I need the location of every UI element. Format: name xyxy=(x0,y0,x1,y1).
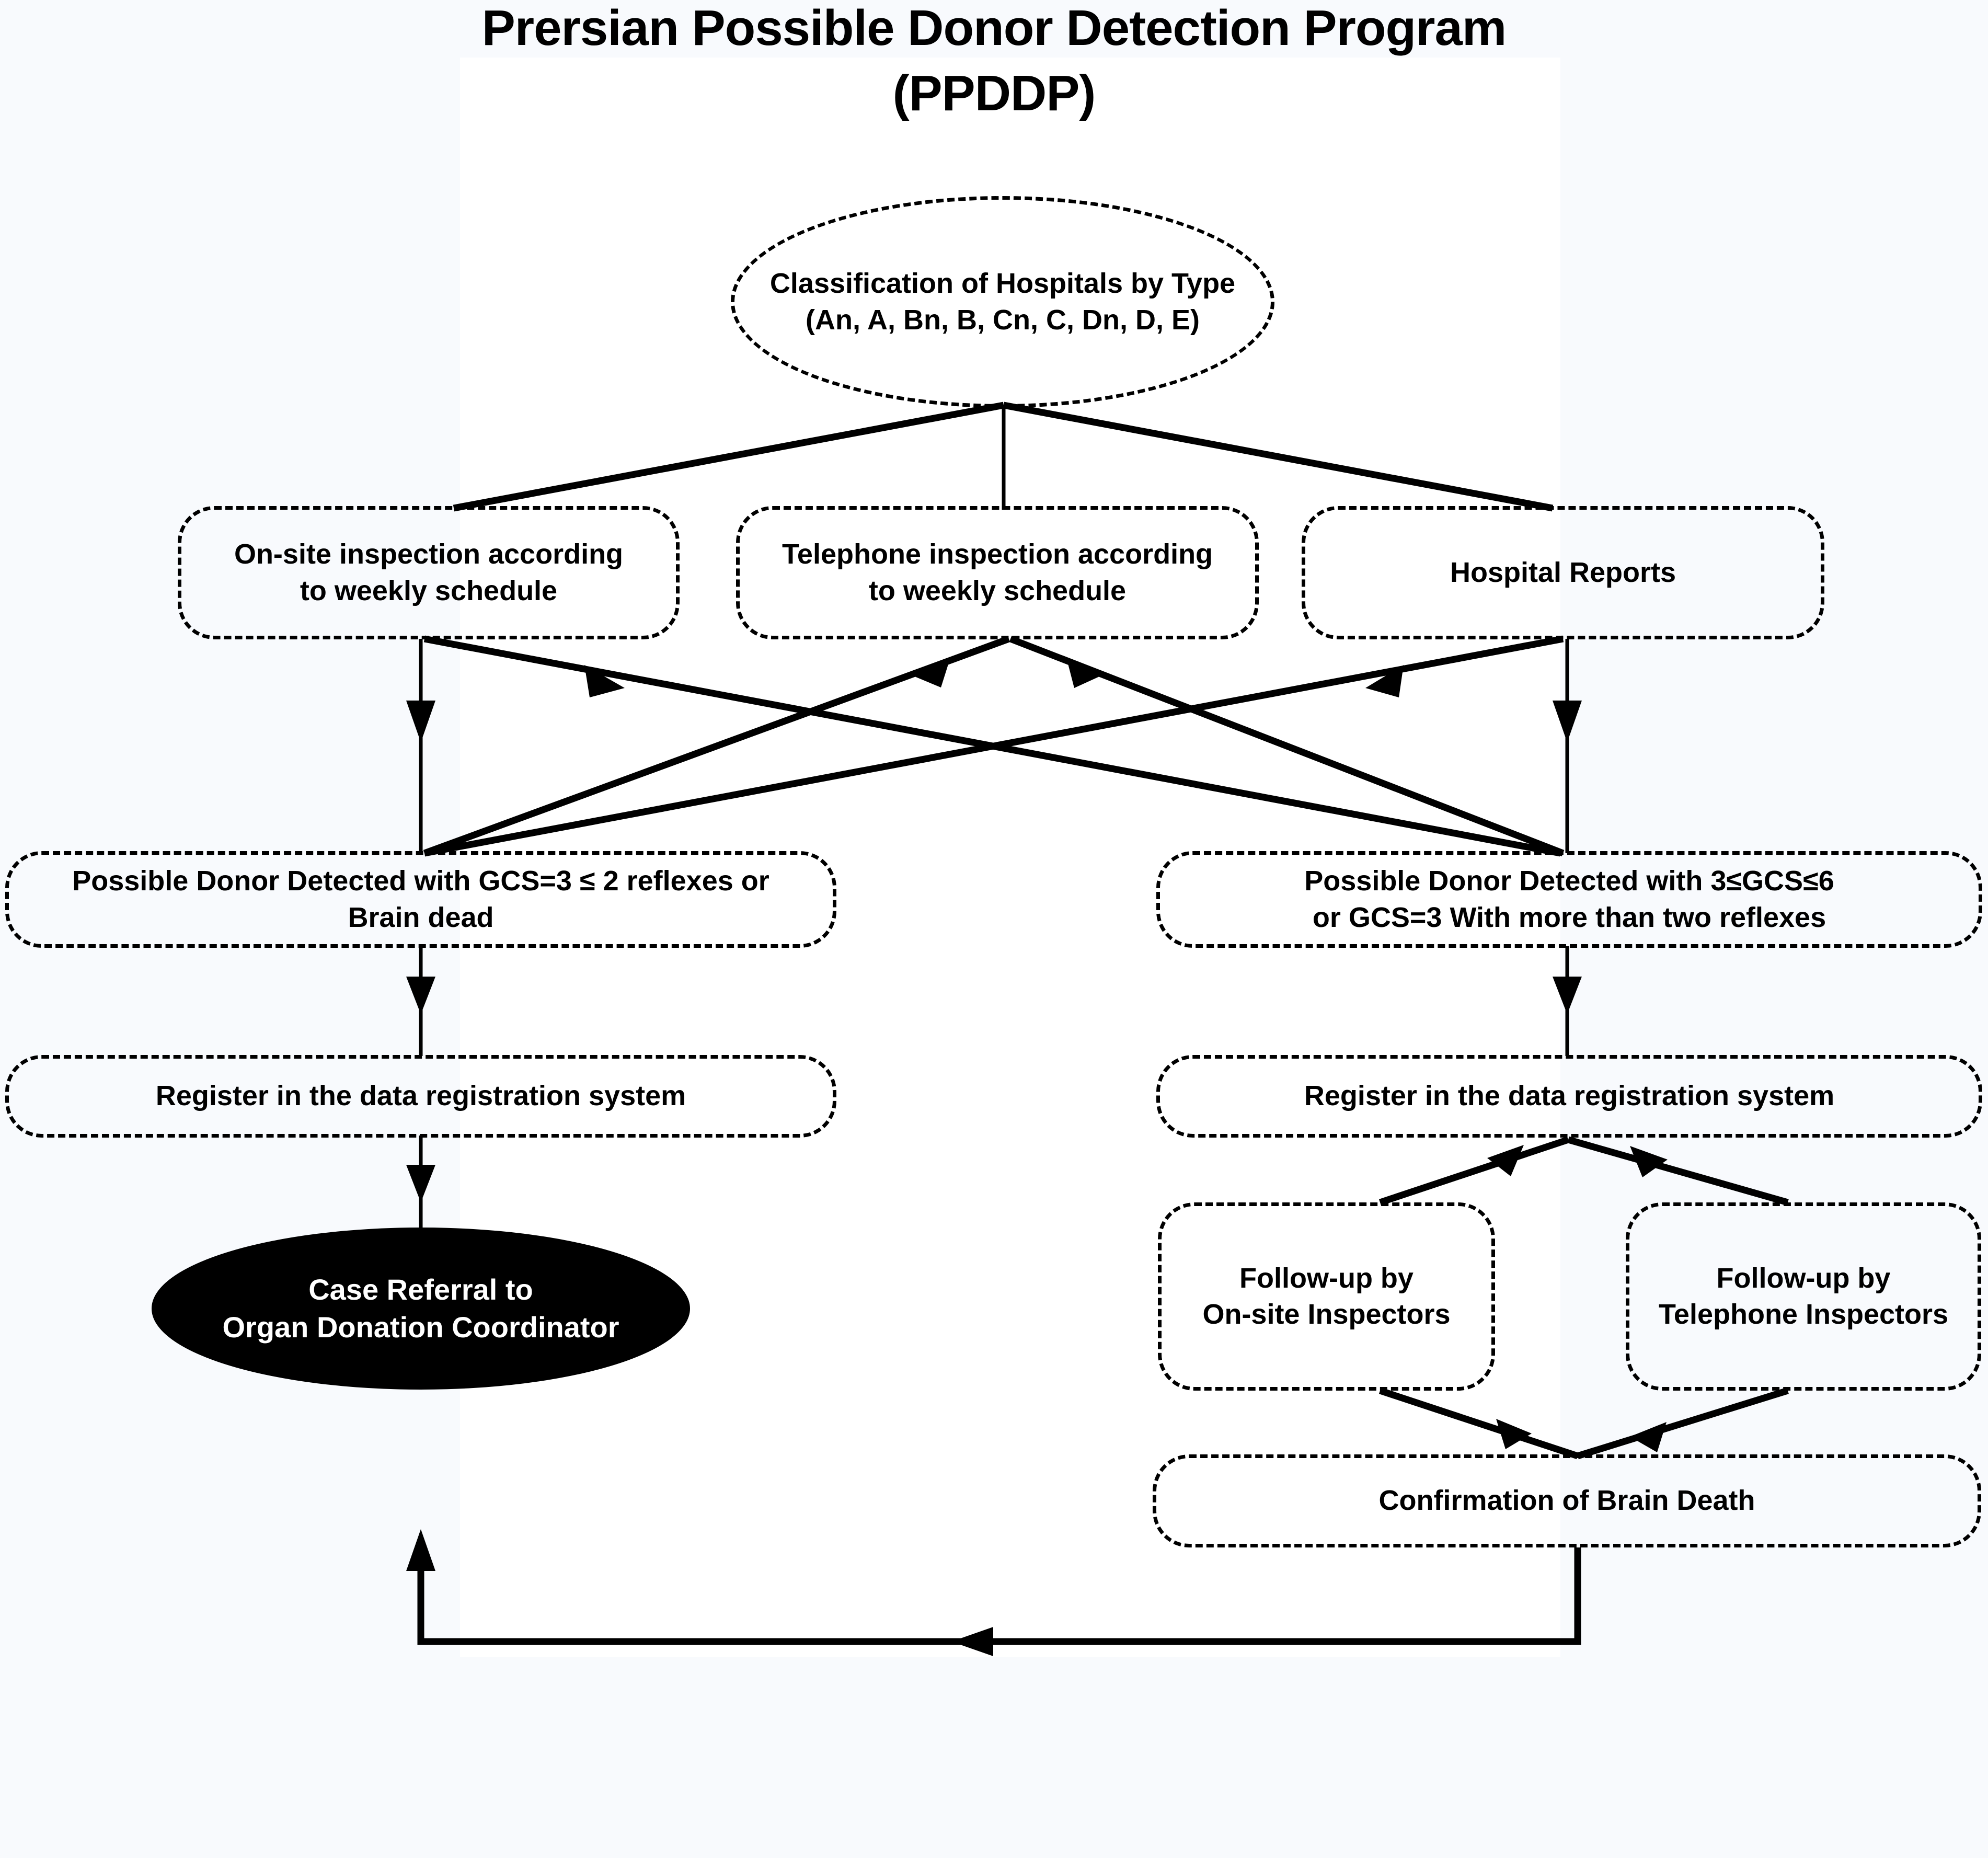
page-title: Prersian Possible Donor Detection Progra… xyxy=(0,0,1988,127)
node-telephone-inspection-line2: to weekly schedule xyxy=(868,575,1127,606)
node-onsite-inspection-line2: to weekly schedule xyxy=(300,575,558,606)
node-donor-right[interactable]: Possible Donor Detected with 3≤GCS≤6 or … xyxy=(1156,851,1982,948)
node-followup-telephone[interactable]: Follow-up by Telephone Inspectors xyxy=(1626,1202,1981,1391)
node-confirmation[interactable]: Confirmation of Brain Death xyxy=(1153,1454,1981,1547)
node-classification-line2: (An, A, Bn, B, Cn, C, Dn, D, E) xyxy=(806,304,1200,336)
node-case-referral-line2: Organ Donation Coordinator xyxy=(222,1311,619,1344)
node-classification-line1: Classification of Hospitals by Type xyxy=(769,268,1236,300)
page-title-line1: Prersian Possible Donor Detection Progra… xyxy=(481,0,1507,56)
node-register-right[interactable]: Register in the data registration system xyxy=(1156,1055,1982,1138)
node-telephone-inspection-line1: Telephone inspection according xyxy=(782,538,1213,570)
node-followup-onsite[interactable]: Follow-up by On-site Inspectors xyxy=(1158,1202,1495,1391)
node-followup-onsite-line1: Follow-up by xyxy=(1239,1262,1414,1294)
node-telephone-inspection[interactable]: Telephone inspection according to weekly… xyxy=(736,506,1259,639)
node-onsite-inspection[interactable]: On-site inspection according to weekly s… xyxy=(178,506,680,639)
node-donor-left-line2: Brain dead xyxy=(348,901,494,933)
node-donor-right-line1: Possible Donor Detected with 3≤GCS≤6 xyxy=(1304,865,1834,897)
node-confirmation-line1: Confirmation of Brain Death xyxy=(1378,1485,1755,1517)
node-onsite-inspection-line1: On-site inspection according xyxy=(234,538,624,570)
node-followup-onsite-line2: On-site Inspectors xyxy=(1202,1299,1451,1330)
node-register-right-line1: Register in the data registration system xyxy=(1304,1080,1835,1112)
node-classification[interactable]: Classification of Hospitals by Type (An,… xyxy=(731,196,1274,408)
node-case-referral[interactable]: Case Referral to Organ Donation Coordina… xyxy=(152,1228,690,1390)
node-case-referral-line1: Case Referral to xyxy=(308,1273,533,1306)
node-donor-right-line2: or GCS=3 With more than two reflexes xyxy=(1312,901,1826,933)
node-hospital-reports-line1: Hospital Reports xyxy=(1450,556,1676,588)
node-register-left[interactable]: Register in the data registration system xyxy=(5,1055,836,1138)
node-followup-telephone-line2: Telephone Inspectors xyxy=(1658,1299,1949,1330)
node-followup-telephone-line1: Follow-up by xyxy=(1716,1262,1891,1294)
node-hospital-reports[interactable]: Hospital Reports xyxy=(1302,506,1824,639)
node-register-left-line1: Register in the data registration system xyxy=(155,1080,686,1112)
page-title-line2: (PPDDP) xyxy=(892,65,1096,121)
node-donor-left-line1: Possible Donor Detected with GCS=3 ≤ 2 r… xyxy=(72,865,769,897)
node-donor-left[interactable]: Possible Donor Detected with GCS=3 ≤ 2 r… xyxy=(5,851,836,948)
